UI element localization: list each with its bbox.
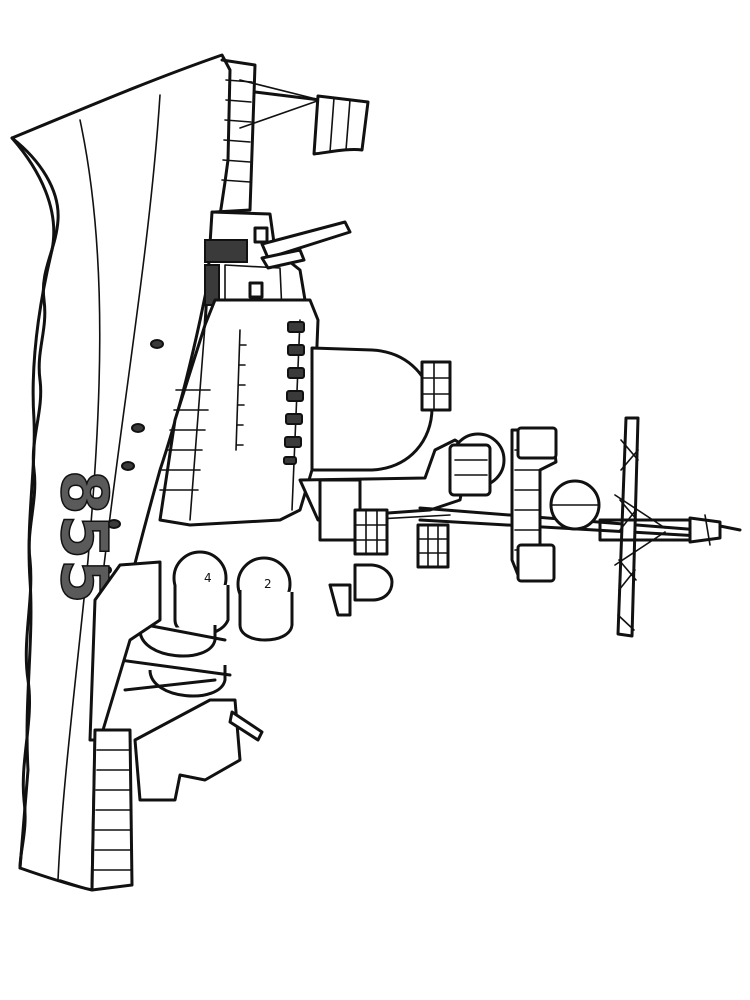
flag <box>312 94 370 156</box>
sensor-box <box>420 360 452 412</box>
radar-antenna <box>510 426 601 583</box>
tube-label: 2 <box>264 577 272 591</box>
radar-dome <box>310 346 452 472</box>
turret-panel <box>204 239 248 263</box>
bow-deck <box>213 58 370 214</box>
window <box>285 413 303 425</box>
porthole <box>131 423 145 433</box>
aft-gun-barrel <box>228 710 264 742</box>
superstructure <box>158 298 320 527</box>
gun-barrel <box>260 220 352 260</box>
mast-structure <box>298 432 702 617</box>
lattice-box <box>353 508 389 556</box>
porthole <box>150 339 164 349</box>
window <box>284 436 302 448</box>
lattice-mast <box>598 416 742 638</box>
aft-deck <box>59 560 264 892</box>
porthole <box>107 519 121 529</box>
porthole <box>98 565 112 575</box>
missile-launchers: 4 2 <box>118 550 294 698</box>
window <box>287 367 305 379</box>
lattice-box <box>416 523 450 569</box>
forward-gun-turret <box>203 210 352 327</box>
porthole <box>121 461 135 471</box>
tube-label: 4 <box>204 571 212 585</box>
window <box>287 344 305 356</box>
window <box>286 390 304 402</box>
window <box>287 321 305 333</box>
